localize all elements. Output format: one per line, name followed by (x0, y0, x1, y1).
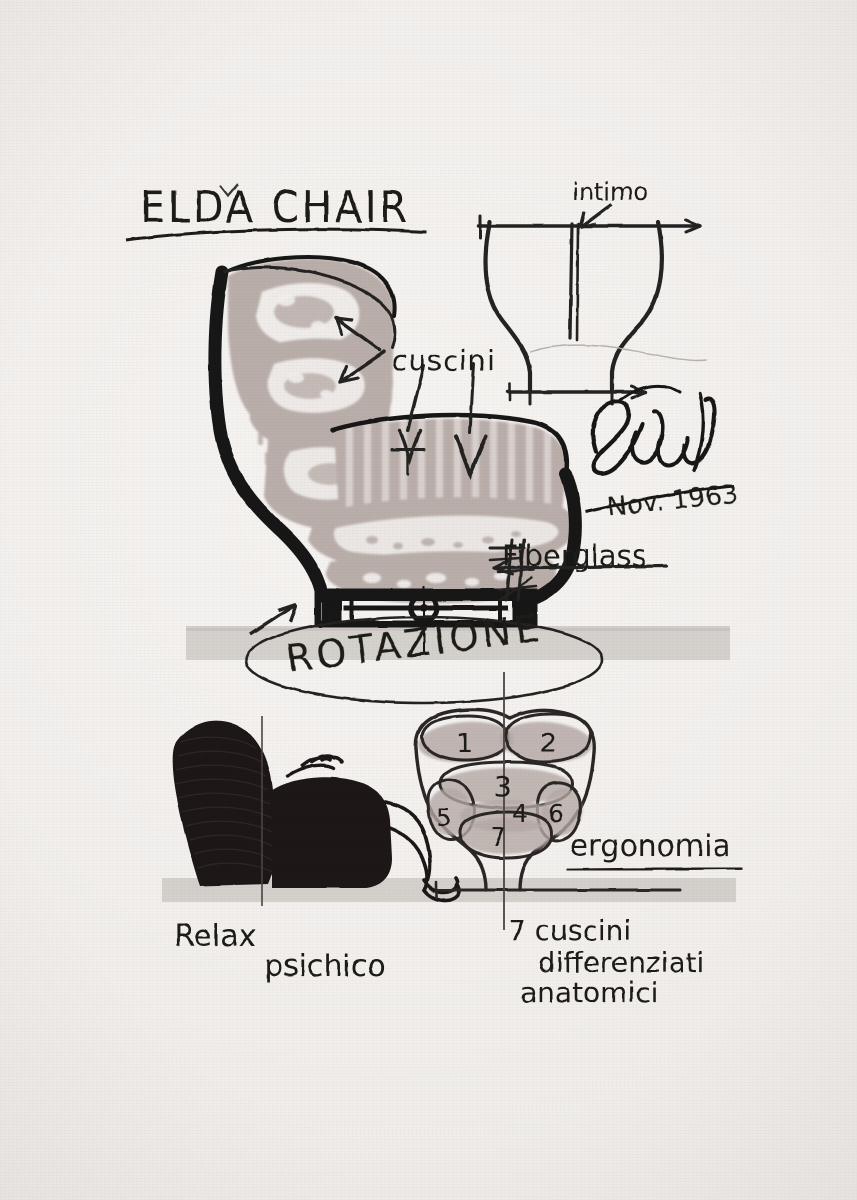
intimo-arrow (578, 202, 614, 230)
cuscini-label: cuscini (392, 344, 495, 377)
title-accent-mark (219, 183, 239, 198)
cushion-number-2: 2 (540, 729, 557, 759)
title-underline (125, 227, 427, 242)
cushion-number-1: 1 (456, 729, 473, 759)
rotation-ellipse-group (244, 602, 604, 705)
seven-cushions-line2: differenziati (538, 946, 704, 979)
fiberglass-leader (488, 538, 668, 602)
seven-cushions-line3: anatomici (520, 976, 658, 1009)
floor-band-upper (186, 628, 730, 660)
intimo-label: intimo (572, 178, 648, 206)
seated-figure-silhouette (172, 716, 462, 906)
ergonomic-cushion-shapes (418, 672, 592, 906)
psichico-label: psichico (264, 949, 386, 984)
cushion-number-4: 4 (512, 799, 528, 828)
signature-date: Nov. 1963 (606, 479, 740, 523)
swivel-base-mechanism (314, 586, 538, 652)
cushion-number-7: 7 (490, 823, 507, 853)
fiberglass-label: Fiberglass (502, 539, 647, 573)
cushion-number-6: 6 (548, 799, 564, 828)
cuscini-leader-lines (222, 265, 488, 480)
ergonomia-underline (565, 866, 743, 872)
cushion-number-3: 3 (494, 770, 512, 803)
title-text: ELDA CHAIR (140, 182, 410, 233)
seven-cushions-line1: 7 cuscini (508, 914, 631, 947)
designer-signature (590, 384, 717, 476)
cushion-number-5: 5 (436, 803, 452, 832)
floor-band-upper-edge (186, 626, 730, 631)
signature-underline (585, 484, 735, 514)
main-chair-cushion-fills (228, 258, 575, 604)
relax-label: Relax (174, 919, 256, 954)
ergonomia-label: ergonomia (570, 829, 731, 864)
top-chair-outline (476, 214, 707, 406)
